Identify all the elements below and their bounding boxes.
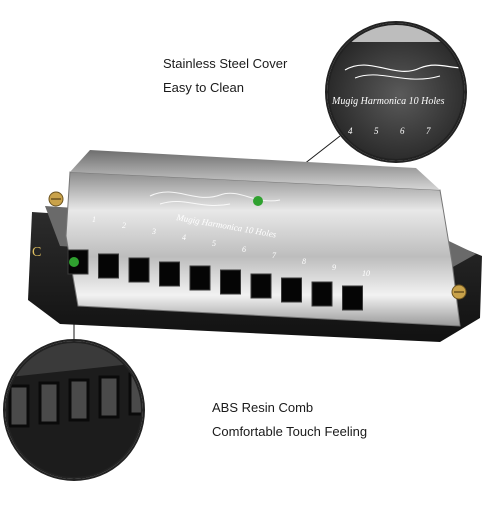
comb-zoom-circle	[3, 339, 145, 481]
zoom-hole-number: 5	[374, 126, 379, 136]
harmonica-hole	[98, 253, 119, 279]
hole-number-row: 1 2 3 4 5 6 7 8 9 10	[92, 215, 370, 278]
hole-number: 2	[122, 221, 126, 230]
hole-number: 3	[151, 227, 156, 236]
zoom-hole-number: 4	[348, 126, 353, 136]
hole-number: 10	[362, 269, 370, 278]
key-label: C	[32, 245, 41, 260]
zoom-harmonica-hole	[68, 378, 90, 422]
comb-callout: ABS Resin Comb Comfortable Touch Feeling	[212, 396, 367, 444]
comb-callout-dot	[69, 257, 79, 267]
screw-icon	[48, 191, 64, 207]
harmonica-hole	[220, 269, 241, 295]
zoom-hole-number: 7	[426, 126, 431, 136]
hole-number: 6	[242, 245, 246, 254]
cover-callout-title: Stainless Steel Cover	[163, 56, 288, 71]
zoom-hole-row	[8, 372, 142, 428]
screw-icon	[451, 284, 467, 300]
zoom-harmonica-hole	[128, 372, 142, 416]
harmonica-cover-top	[70, 150, 440, 190]
zoom-harmonica-hole	[38, 381, 60, 425]
harmonica-hole	[250, 273, 272, 299]
cover-zoom-circle: Mugig Harmonica 10 Holes 4 5 6 7	[325, 21, 467, 163]
hole-number: 8	[302, 257, 306, 266]
cover-callout: Stainless Steel Cover Easy to Clean	[163, 52, 287, 100]
zoom-harmonica-hole	[8, 384, 30, 428]
hole-number: 4	[182, 233, 186, 242]
zoom-harmonica-hole	[98, 375, 120, 419]
hole-number: 5	[212, 239, 216, 248]
harmonica-hole	[311, 281, 333, 307]
harmonica-cover	[65, 171, 461, 327]
zoom-engraving-text: Mugig Harmonica 10 Holes	[331, 96, 445, 107]
zoom-hole-numbers: 4 5 6 7	[348, 126, 431, 136]
cover-callout-dot	[253, 196, 263, 206]
harmonica-hole	[281, 277, 302, 303]
comb-callout-subtitle: Comfortable Touch Feeling	[212, 424, 368, 439]
cover-callout-subtitle: Easy to Clean	[163, 80, 244, 95]
zoom-hole-number: 6	[400, 126, 405, 136]
harmonica-hole	[159, 261, 180, 287]
harmonica-hole	[128, 257, 150, 283]
harmonica-hole	[189, 265, 211, 291]
harmonica-hole	[342, 285, 363, 311]
hole-number: 9	[332, 263, 336, 272]
hole-number: 1	[92, 215, 96, 224]
comb-callout-title: ABS Resin Comb	[212, 400, 314, 415]
hole-number: 7	[272, 251, 277, 260]
